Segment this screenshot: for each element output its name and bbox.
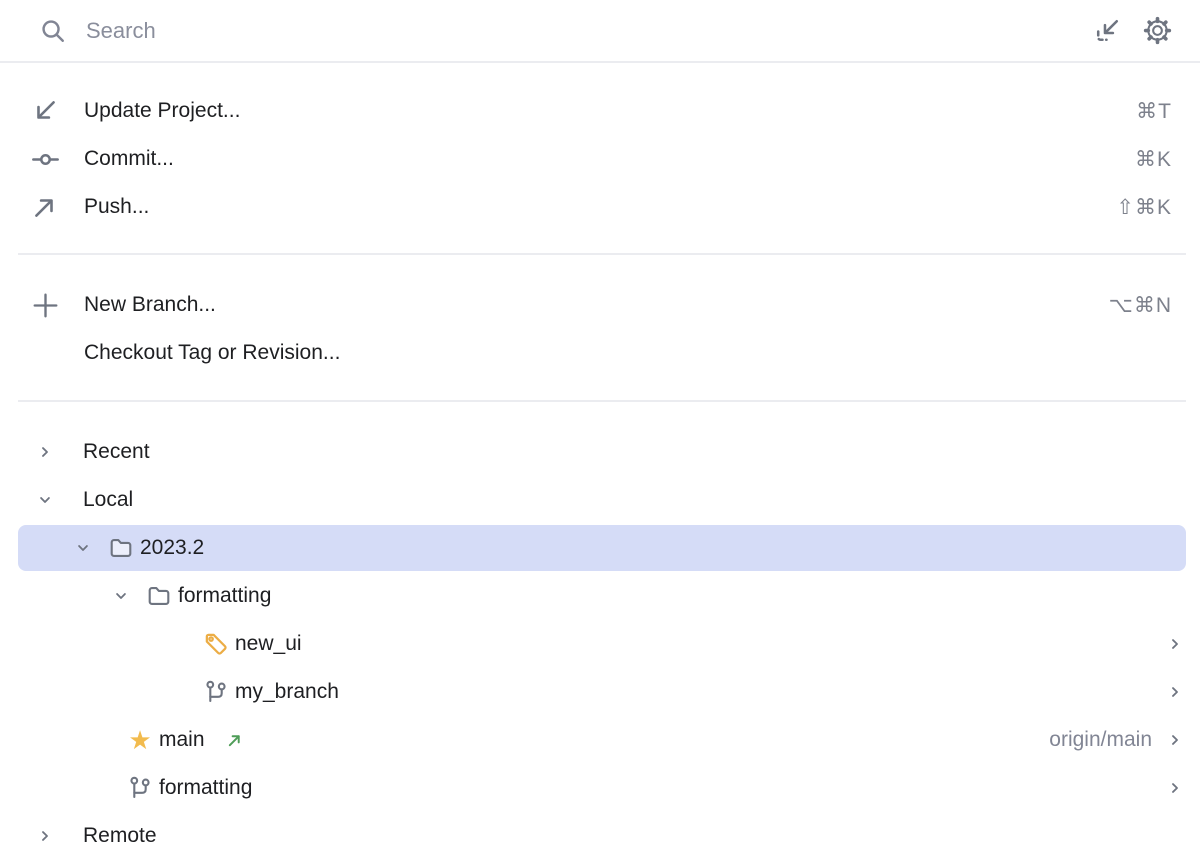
tree-row-2023-2[interactable]: 2023.2	[0, 524, 1200, 572]
tree-label: formatting	[159, 776, 253, 799]
settings-gear-icon[interactable]	[1143, 16, 1172, 45]
tree-row-local[interactable]: Local	[0, 476, 1200, 524]
submenu-chevron-icon[interactable]	[1166, 683, 1184, 701]
shortcut-hint: ⌘T	[1136, 99, 1172, 123]
submenu-chevron-icon[interactable]	[1166, 779, 1184, 797]
update-project-icon	[26, 98, 64, 124]
separator	[18, 400, 1186, 402]
tree-row-formatting-folder[interactable]: formatting	[0, 572, 1200, 620]
commit-icon	[26, 146, 64, 173]
tree-row-recent[interactable]: Recent	[0, 428, 1200, 476]
tag-icon	[197, 632, 235, 656]
branch-icon	[121, 776, 159, 800]
open-in-tool-window-icon[interactable]	[1094, 17, 1121, 44]
branch-actions-section: New Branch... ⌥⌘N Checkout Tag or Revisi…	[0, 255, 1200, 400]
tree-row-formatting-branch[interactable]: formatting	[0, 764, 1200, 812]
menu-item-label: Commit...	[84, 147, 174, 171]
tree-label: Local	[83, 488, 134, 511]
menu-item-update-project[interactable]: Update Project... ⌘T	[0, 87, 1200, 135]
shortcut-hint: ⌘K	[1134, 147, 1172, 171]
favorite-star-icon: ★	[128, 725, 152, 755]
tree-label: 2023.2	[140, 536, 205, 559]
tree-row-new-ui[interactable]: new_ui	[0, 620, 1200, 668]
shortcut-hint: ⌥⌘N	[1108, 293, 1172, 317]
chevron-down-icon[interactable]	[26, 491, 64, 509]
tree-label: main	[159, 728, 205, 751]
chevron-right-icon[interactable]	[26, 827, 64, 845]
chevron-down-icon[interactable]	[102, 587, 140, 605]
outgoing-commits-icon	[227, 733, 242, 748]
tree-row-main[interactable]: ★ main origin/main	[0, 716, 1200, 764]
menu-item-label: Push...	[84, 195, 150, 219]
branch-icon	[197, 680, 235, 704]
tree-label: my_branch	[235, 680, 339, 703]
tree-label: Remote	[83, 824, 157, 847]
tracking-branch-label: origin/main	[1049, 728, 1152, 751]
push-icon	[26, 194, 64, 220]
plus-icon	[26, 292, 64, 319]
tree-row-my-branch[interactable]: my_branch	[0, 668, 1200, 716]
menu-item-commit[interactable]: Commit... ⌘K	[0, 135, 1200, 183]
tree-label: Recent	[83, 440, 150, 463]
search-input[interactable]: Search	[86, 17, 156, 43]
menu-item-push[interactable]: Push... ⇧⌘K	[0, 183, 1200, 231]
submenu-chevron-icon[interactable]	[1166, 731, 1184, 749]
chevron-down-icon[interactable]	[64, 539, 102, 557]
separator	[18, 253, 1186, 256]
branches-tree: Recent Local 2023.2 formatting new_ui	[0, 402, 1200, 860]
menu-item-new-branch[interactable]: New Branch... ⌥⌘N	[0, 281, 1200, 329]
tree-label: formatting	[178, 584, 272, 607]
tree-row-remote[interactable]: Remote	[0, 812, 1200, 860]
folder-icon	[140, 584, 178, 608]
search-icon	[40, 18, 66, 44]
shortcut-hint: ⇧⌘K	[1116, 195, 1172, 219]
git-actions-section: Update Project... ⌘T Commit... ⌘K Push..…	[0, 63, 1200, 253]
tree-label: new_ui	[235, 632, 302, 655]
chevron-right-icon[interactable]	[26, 443, 64, 461]
submenu-chevron-icon[interactable]	[1166, 635, 1184, 653]
menu-item-checkout-tag[interactable]: Checkout Tag or Revision...	[0, 329, 1200, 377]
search-bar: Search	[0, 0, 1200, 64]
menu-item-label: New Branch...	[84, 293, 216, 317]
menu-item-label: Update Project...	[84, 99, 241, 123]
menu-item-label: Checkout Tag or Revision...	[84, 341, 341, 365]
folder-icon	[102, 536, 140, 560]
